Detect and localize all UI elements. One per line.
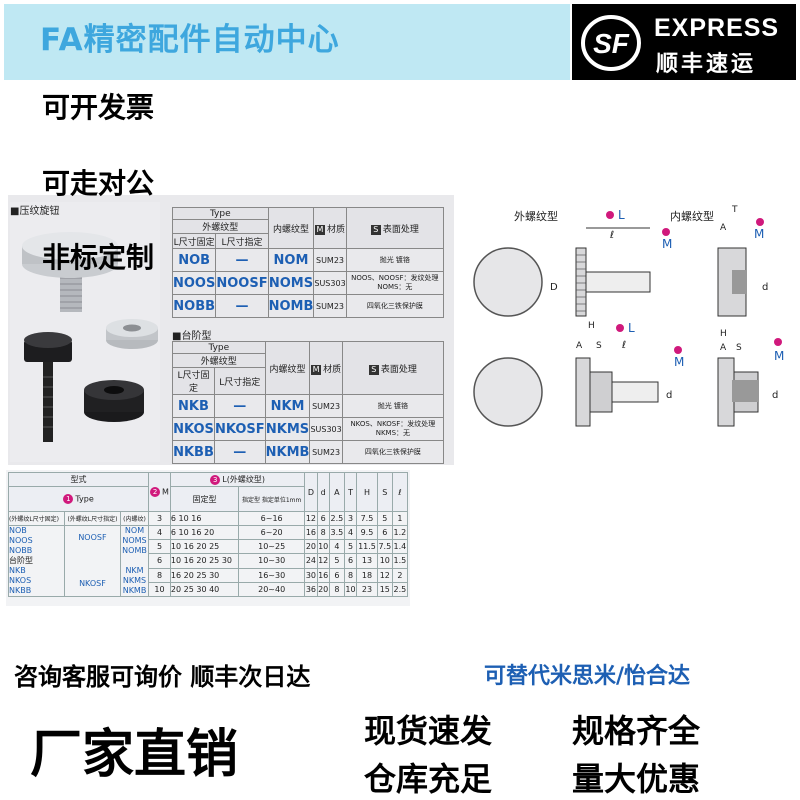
consult-text: 咨询客服可询价 顺丰次日达 bbox=[14, 663, 311, 691]
svg-text:A: A bbox=[576, 341, 583, 351]
ext-label-1: 外螺纹型 bbox=[514, 209, 558, 223]
s-icon: S bbox=[370, 224, 381, 235]
table-row: NKBB — NKMB SUM23 四氧化三铁保护膜 bbox=[172, 440, 445, 464]
table-row: NOB — NOM SUM23 抛光 镀铬 bbox=[171, 248, 445, 272]
m-icon: M bbox=[315, 224, 325, 235]
external-header: 外螺纹型 bbox=[172, 219, 269, 234]
factory-direct: 厂家直销 bbox=[30, 725, 239, 785]
svg-text:M: M bbox=[662, 237, 672, 251]
technical-drawing: 外螺纹型 L D ℓ M 内螺纹型 T A M d H L A S ℓ M bbox=[473, 205, 784, 427]
alternative-text: 可替代米思米/怡合达 bbox=[484, 664, 691, 689]
l-spec-header: L尺寸指定 bbox=[215, 233, 269, 249]
l-fixed-header: L尺寸固定 bbox=[171, 233, 217, 249]
type-header: Type bbox=[172, 207, 269, 220]
svg-text:A: A bbox=[720, 223, 727, 233]
feature-warehouse: 仓库充足 bbox=[364, 760, 493, 798]
svg-text:A: A bbox=[720, 343, 727, 353]
sf-logo-icon: SF bbox=[581, 15, 641, 71]
s-icon: S bbox=[368, 364, 379, 375]
promo-custom: 非标定制 bbox=[42, 241, 155, 274]
svg-text:D: D bbox=[550, 282, 558, 293]
svg-text:H: H bbox=[720, 329, 727, 339]
svg-text:d: d bbox=[772, 390, 778, 401]
svg-text:M: M bbox=[774, 349, 784, 363]
table-row: NKOS NKOSF NKMS SUS303 NKOS、NKOSF：发纹处理 N… bbox=[172, 417, 445, 441]
svg-text:L: L bbox=[628, 321, 635, 335]
m-icon: M bbox=[311, 364, 322, 375]
svg-text:ℓ: ℓ bbox=[610, 230, 614, 241]
brand-title: FA精密配件自动中心 bbox=[40, 22, 340, 58]
feature-instock: 现货速发 bbox=[364, 712, 493, 750]
promo-corporate: 可走对公 bbox=[42, 167, 155, 200]
table-row: NOOS NOOSF NOMS SUS303 NOOS、NOOSF：发纹处理 N… bbox=[171, 271, 445, 295]
svg-text:L: L bbox=[618, 208, 625, 222]
product-photo bbox=[10, 202, 160, 462]
feature-specs: 规格齐全 bbox=[572, 712, 701, 750]
svg-text:H: H bbox=[588, 321, 595, 331]
section-title-knurled: ■压纹旋钮 bbox=[10, 206, 60, 217]
svg-text:M: M bbox=[674, 355, 684, 369]
internal-header: 内螺纹型 bbox=[267, 207, 315, 249]
svg-text:d: d bbox=[762, 282, 768, 293]
promo-invoice: 可开发票 bbox=[42, 91, 155, 124]
svg-text:S: S bbox=[596, 341, 602, 351]
sf-chinese-text: 顺丰速运 bbox=[656, 52, 757, 77]
svg-text:M: M bbox=[754, 227, 764, 241]
table-row: NKB — NKM SUM23 抛光 镀铬 bbox=[172, 394, 445, 418]
svg-text:S: S bbox=[736, 343, 742, 353]
svg-text:ℓ: ℓ bbox=[622, 340, 626, 351]
svg-text:T: T bbox=[731, 205, 738, 215]
svg-text:d: d bbox=[666, 390, 672, 401]
int-label-1: 内螺纹型 bbox=[670, 209, 714, 223]
brand-banner bbox=[4, 4, 570, 80]
section-title-step: ■台阶型 bbox=[172, 331, 212, 342]
sf-express-text: EXPRESS bbox=[654, 14, 780, 42]
feature-discount: 量大优惠 bbox=[572, 760, 701, 798]
table-row: NOBB — NOMB SUM23 四氧化三铁保护膜 bbox=[171, 294, 445, 318]
svg-text:SF: SF bbox=[593, 28, 630, 59]
